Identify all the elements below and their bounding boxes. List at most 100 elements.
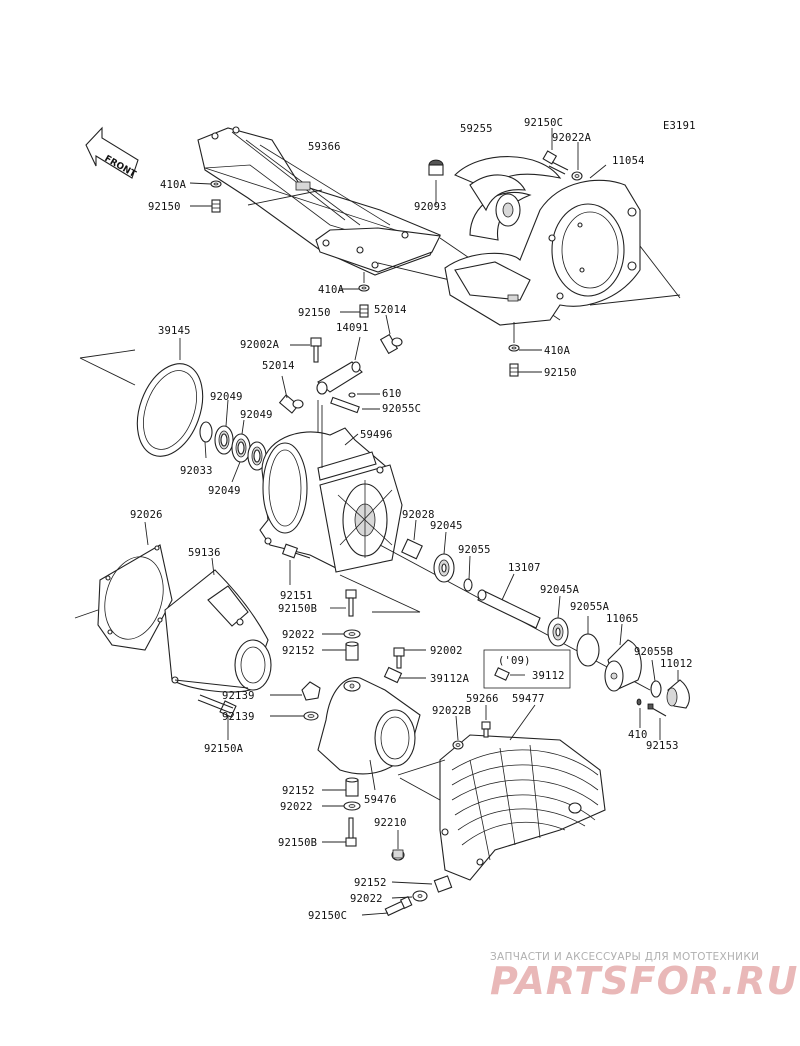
bolt-92150c-top [542, 150, 583, 181]
bolt-92002a [310, 337, 322, 363]
seal-92049-a [214, 425, 234, 455]
washer-92139-b [303, 711, 319, 721]
part-label-39145: 39145 [158, 325, 191, 337]
part-label-92139-a: 92139 [222, 690, 255, 702]
part-label-92150c-top: 92150C [524, 117, 563, 129]
part-label-59496: 59496 [360, 429, 393, 441]
part-label-59476: 59476 [364, 794, 397, 806]
part-label-92002a: 92002A [240, 339, 280, 351]
bracket-39112 [494, 667, 510, 681]
cap-14091 [316, 361, 363, 395]
collar-92152-mid [345, 641, 359, 661]
part-label-92033: 92033 [180, 465, 213, 477]
oring-410 [636, 698, 642, 706]
part-label-14091: 14091 [336, 322, 369, 334]
bolt-92151 [281, 543, 311, 559]
collar-92152-bot [433, 875, 453, 893]
oring-610 [348, 392, 356, 398]
part-label-92093: 92093 [414, 201, 447, 213]
part-label-59477: 59477 [512, 693, 545, 705]
part-label-59136: 59136 [188, 547, 221, 559]
screw-92153 [647, 703, 667, 717]
washer-410a-mid [358, 284, 370, 292]
part-label-92150b-low: 92150B [278, 837, 317, 849]
washer-410a-top [210, 180, 222, 188]
part-label-92139-b: 92139 [222, 711, 255, 723]
part-label-11065: 11065 [606, 613, 639, 625]
part-label-610: 610 [382, 388, 402, 400]
part-label-92055: 92055 [458, 544, 491, 556]
year-note: ('09) [498, 655, 531, 667]
part-label-13107: 13107 [508, 562, 541, 574]
bushing-92210 [391, 849, 405, 861]
part-label-92150b-top: 92150B [278, 603, 317, 615]
bolt-92150c-bot [384, 895, 413, 917]
washer-92022-mid [343, 629, 361, 639]
gasket-92055c [330, 396, 360, 414]
gasket-92026 [97, 544, 173, 651]
seal-92049-b [231, 433, 251, 463]
deflector-59476 [317, 677, 421, 775]
part-label-92210: 92210 [374, 817, 407, 829]
watermark-logo: PARTSFOR.RU [490, 959, 798, 1003]
part-label-59366: 59366 [308, 141, 341, 153]
part-label-92022b: 92022B [432, 705, 471, 717]
washer-92022-bot [412, 890, 428, 902]
oring-92055a [576, 633, 600, 667]
cap-11012 [666, 679, 690, 709]
collar-92152-low [345, 777, 359, 797]
part-label-92049-a: 92049 [210, 391, 243, 403]
part-label-92022-bot: 92022 [350, 893, 383, 905]
part-label-92045a: 92045A [540, 584, 580, 596]
part-label-59255: 59255 [460, 123, 493, 135]
bolt-92150-mid [359, 304, 369, 318]
watermark-caption: ЗАПЧАСТИ И АКСЕССУАРЫ ДЛЯ МОТОТЕХНИКИ [490, 951, 759, 963]
pump-case-11054 [444, 179, 641, 326]
part-label-410a-mid: 410A [318, 284, 345, 296]
part-label-92150-top: 92150 [148, 201, 181, 213]
oring-92055b [650, 680, 662, 698]
part-label-92153: 92153 [646, 740, 679, 752]
part-label-92028: 92028 [402, 509, 435, 521]
plug-92093 [428, 159, 444, 205]
washer-410a-right [508, 344, 520, 352]
part-label-92055a: 92055A [570, 601, 610, 613]
front-arrow-icon: FRONT [85, 126, 139, 180]
oring-92055 [463, 578, 473, 592]
impeller-59255 [454, 156, 562, 241]
part-label-92022-mid: 92022 [282, 629, 315, 641]
part-label-39112: 39112 [532, 670, 565, 682]
collar-92028 [401, 538, 423, 560]
shaft-13107 [477, 589, 541, 629]
part-label-92150c-bot: 92150C [308, 910, 347, 922]
bolt-92150-top [211, 199, 221, 213]
part-label-92055c: 92055C [382, 403, 421, 415]
bolt-92150b-low [345, 817, 357, 847]
bolt-92150b-top [345, 589, 357, 617]
screw-59266 [481, 721, 491, 738]
diagram-code: E3191 [663, 120, 696, 132]
circlip-92033 [199, 421, 213, 443]
seal-92049-c [247, 441, 267, 471]
part-label-410a-top: 410A [160, 179, 187, 191]
bolt-92150-right [509, 363, 519, 377]
fitting-52014-top [379, 333, 403, 355]
pump-cover-59366 [197, 126, 441, 276]
part-label-52014-top: 52014 [374, 304, 407, 316]
part-label-92150a: 92150A [204, 743, 244, 755]
part-label-92152-bot: 92152 [354, 877, 387, 889]
bolt-92002 [393, 647, 405, 669]
reverse-bucket-59477 [439, 734, 606, 881]
part-label-92150-mid: 92150 [298, 307, 331, 319]
part-label-11012: 11012 [660, 658, 693, 670]
part-label-410a-right: 410A [544, 345, 571, 357]
bracket-39112a [383, 666, 403, 684]
cap-11065 [604, 639, 642, 692]
fitting-52014-low [278, 394, 304, 414]
part-label-92152-low: 92152 [282, 785, 315, 797]
part-label-92055b: 92055B [634, 646, 673, 658]
part-label-92049-b: 92049 [240, 409, 273, 421]
washer-92022-low [343, 801, 361, 811]
